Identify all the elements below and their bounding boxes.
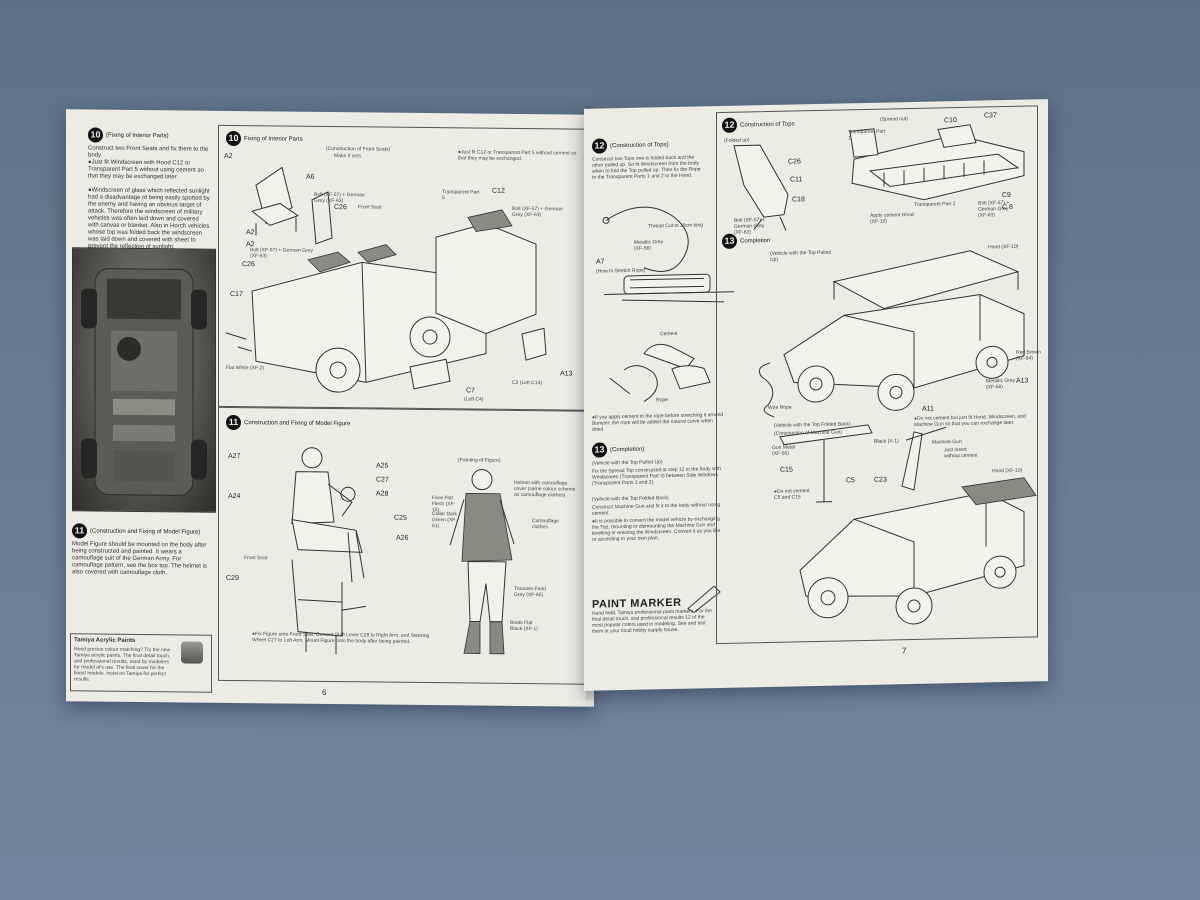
step-12-13-drawing bbox=[733, 124, 1037, 625]
part-label: Black (X-1) bbox=[874, 438, 899, 445]
part-label: C25 bbox=[394, 514, 407, 522]
part-label: C27 bbox=[376, 476, 389, 484]
paint-note: Collar Dark Green (XF-61) bbox=[432, 511, 458, 530]
part-label: A28 bbox=[376, 490, 389, 498]
part-label: Red Brown (XF-64) bbox=[1016, 349, 1041, 362]
part-label: Apply cement Hood (XF-10) bbox=[870, 211, 914, 225]
do-not-cement-note: ●Do not cement C5 and C15 bbox=[774, 488, 810, 501]
page-number: 7 bbox=[902, 646, 907, 656]
part-label: C11 bbox=[790, 176, 803, 184]
part-label: Front Seat bbox=[244, 555, 268, 562]
page-6: 10 (Fixing of Interior Parts) Construct … bbox=[66, 109, 594, 707]
step-13-heading: 13 Completion bbox=[722, 233, 770, 249]
machine-gun-note: Just insert without cement bbox=[944, 446, 978, 460]
part-label: Gun Metal (XF-56) bbox=[772, 444, 796, 457]
paint-note: Helmet with camouflage cover (same colou… bbox=[514, 479, 576, 499]
step-title: Completion bbox=[740, 237, 771, 245]
step-13b-note: ●Do not cement but just fit Hood, Windsc… bbox=[914, 413, 1026, 428]
machine-gun-label: Machine Gun bbox=[932, 438, 962, 446]
step-11-note: ●Fix Figure onto Front Seat. Cement Shif… bbox=[252, 631, 430, 645]
step-10-drawing bbox=[225, 166, 547, 393]
part-label: C 8 bbox=[1002, 203, 1013, 212]
hood-label: Hood (XF-10) bbox=[992, 467, 1023, 475]
vehicle-photo bbox=[72, 247, 216, 513]
paint-note: Camouflage clothes bbox=[532, 518, 559, 531]
part-label: C10 bbox=[944, 117, 957, 125]
part-label: A13 bbox=[1016, 377, 1029, 385]
part-label: C29 bbox=[226, 574, 239, 583]
part-label: Metallic Grey (XF-56) bbox=[986, 377, 1016, 391]
part-label: C5 bbox=[846, 477, 855, 485]
part-label: C26 bbox=[788, 158, 801, 166]
step-13-subtitle: (Vehicle with the Top Pulled Up) bbox=[770, 249, 832, 263]
rope-drawing bbox=[602, 206, 734, 403]
step-number: 13 bbox=[722, 233, 737, 249]
part-label: Transparent Part 2 bbox=[914, 201, 956, 208]
part-label: A11 bbox=[922, 405, 934, 413]
part-label: C18 bbox=[792, 196, 805, 204]
page-number: 6 bbox=[322, 687, 327, 697]
pen-icon bbox=[687, 585, 721, 613]
paint-note: Boots Flat Black (XF-1) bbox=[510, 619, 538, 633]
part-label: C37 bbox=[984, 112, 997, 120]
part-label: C15 bbox=[780, 466, 793, 474]
part-label: Hood (XF-10) bbox=[988, 243, 1019, 251]
paint-note: Trousers Field Grey (XF-65) bbox=[514, 585, 546, 599]
part-label: C23 bbox=[874, 476, 887, 484]
part-label: A25 bbox=[376, 462, 389, 470]
part-label: Wire Rope bbox=[768, 404, 792, 412]
part-label: A27 bbox=[228, 452, 241, 461]
page-7: 12 (Construction of Tops) Construct two … bbox=[584, 99, 1048, 691]
step-11-drawing bbox=[291, 447, 515, 655]
part-label: A24 bbox=[228, 492, 241, 501]
part-label: Transparent Part 1 bbox=[848, 128, 886, 142]
part-label: C9 bbox=[1002, 191, 1011, 200]
part-label: A26 bbox=[396, 534, 409, 542]
